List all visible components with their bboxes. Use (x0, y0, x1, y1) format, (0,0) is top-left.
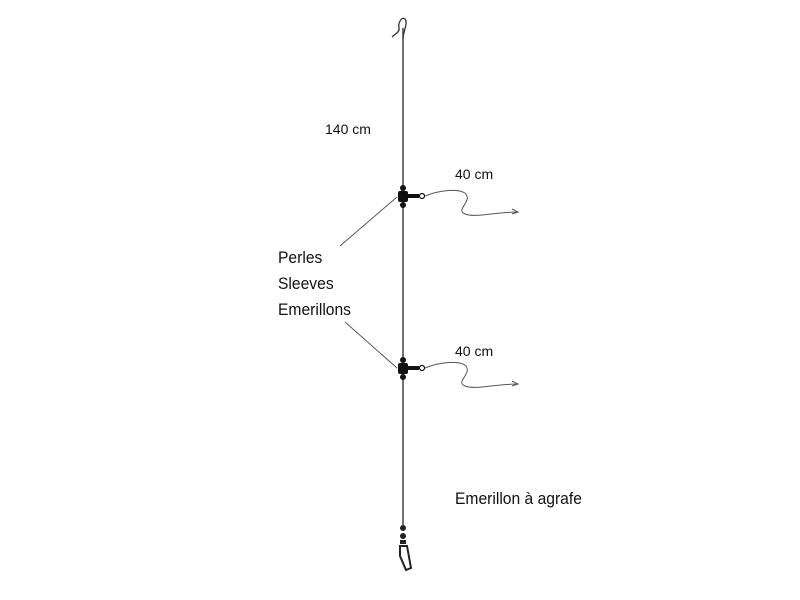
components-label: Perles Sleeves Emerillons (278, 245, 351, 323)
swivel-bottom (398, 357, 426, 380)
leader-line-top (339, 196, 398, 247)
component-perles: Perles (278, 248, 323, 267)
snap-swivel (399, 525, 413, 572)
swivel-top (398, 185, 426, 208)
snap-swivel-label: Emerillon à agrafe (455, 489, 582, 508)
leader-line-bottom (344, 321, 398, 369)
branch-bottom (424, 361, 520, 388)
top-loop (391, 17, 407, 39)
branch-top-length-label: 40 cm (455, 166, 494, 182)
main-line-length-label: 140 cm (325, 121, 371, 137)
component-sleeves: Sleeves (278, 274, 334, 293)
component-emerillons: Emerillons (278, 300, 352, 319)
branch-bottom-length-label: 40 cm (455, 343, 494, 359)
branch-top (424, 189, 520, 216)
